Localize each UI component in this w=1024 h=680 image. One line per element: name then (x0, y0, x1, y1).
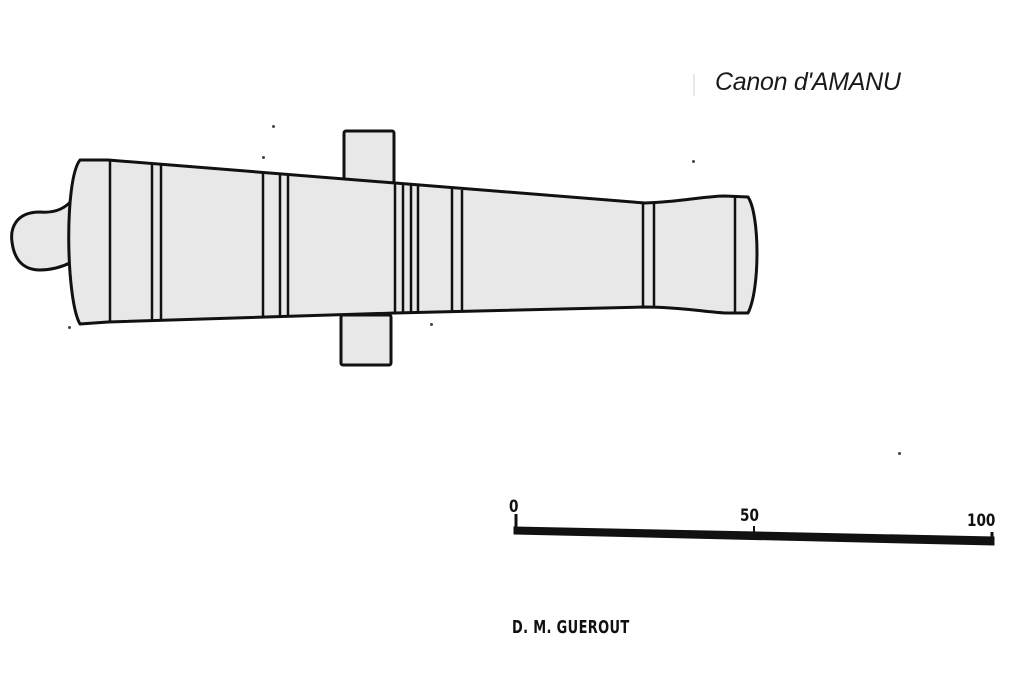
scan-speck (262, 156, 265, 159)
cascabel-knob (10, 198, 74, 272)
scale-label-100: 100 (967, 511, 996, 531)
trunnion-bottom (339, 313, 393, 367)
scan-speck (68, 326, 71, 329)
scale-bar (513, 514, 995, 546)
scan-speck (272, 125, 275, 128)
scan-speck (898, 452, 901, 455)
drawing-title: Canon d'AMANU (715, 68, 901, 96)
scale-label-50: 50 (740, 506, 759, 526)
barrel-rings (108, 161, 737, 322)
author-credit: D. M. GUEROUT (512, 617, 630, 638)
cannon (10, 129, 759, 367)
trunnion-top (342, 129, 396, 185)
title-marker-line (693, 74, 695, 96)
scan-speck (692, 160, 695, 163)
cannon-barrel (67, 158, 759, 326)
scan-speck (430, 323, 433, 326)
scale-label-0: 0 (509, 497, 519, 517)
